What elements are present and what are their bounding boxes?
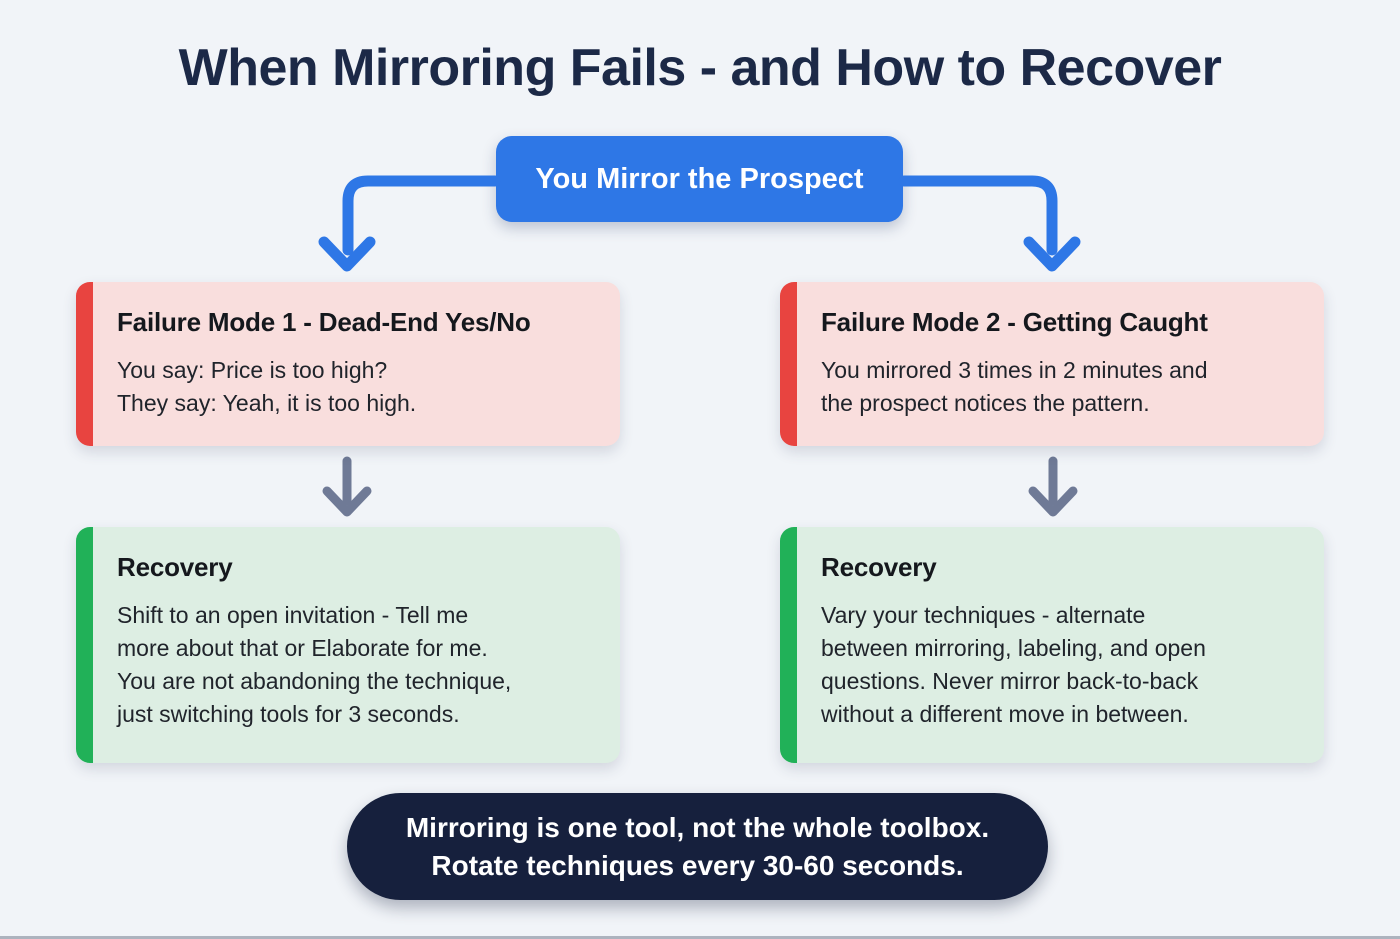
card-content: Recovery Vary your techniques - alternat… [780,527,1324,731]
card-body-line: You are not abandoning the technique, [117,668,512,694]
card-heading: Recovery [821,552,937,582]
arrow-down-icon [1028,456,1078,517]
card-body-line: more about that or Elaborate for me. [117,635,488,661]
arrow-down-icon [322,456,372,517]
card-body-line: Vary your techniques - alternate [821,602,1146,628]
card-body: Shift to an open invitation - Tell me mo… [117,599,596,731]
card-content: Failure Mode 1 - Dead-End Yes/No You say… [76,282,620,420]
arrow-down-right-icon [898,175,1081,272]
card-content: Failure Mode 2 - Getting Caught You mirr… [780,282,1324,420]
root-node: You Mirror the Prospect [496,136,903,222]
red-accent-bar [76,282,93,446]
card-heading: Recovery [117,552,233,582]
card-body: Vary your techniques - alternate between… [821,599,1300,731]
card-body-line: just switching tools for 3 seconds. [117,701,460,727]
card-body-line: Shift to an open invitation - Tell me [117,602,469,628]
card-body: You mirrored 3 times in 2 minutes and th… [821,354,1300,420]
red-accent-bar [780,282,797,446]
recovery-card-1: Recovery Shift to an open invitation - T… [76,527,620,763]
card-body-line: without a different move in between. [821,701,1189,727]
card-body-line: between mirroring, labeling, and open [821,635,1206,661]
card-body: You say: Price is too high? They say: Ye… [117,354,596,420]
footer-line: Rotate techniques every 30-60 seconds. [431,849,964,881]
recovery-card-2: Recovery Vary your techniques - alternat… [780,527,1324,763]
card-body-line: You say: Price is too high? [117,357,388,383]
green-accent-bar [76,527,93,763]
root-node-label: You Mirror the Prospect [535,162,864,195]
green-accent-bar [780,527,797,763]
failure-mode-1-card: Failure Mode 1 - Dead-End Yes/No You say… [76,282,620,446]
card-content: Recovery Shift to an open invitation - T… [76,527,620,731]
footer-line: Mirroring is one tool, not the whole too… [405,811,990,843]
card-body-line: You mirrored 3 times in 2 minutes and [821,357,1208,383]
footer-banner: Mirroring is one tool, not the whole too… [347,793,1048,900]
card-body-line: questions. Never mirror back-to-back [821,668,1199,694]
card-heading: Failure Mode 2 - Getting Caught [821,307,1208,337]
arrow-down-left-icon [318,175,501,272]
card-body-line: They say: Yeah, it is too high. [117,390,417,416]
failure-mode-2-card: Failure Mode 2 - Getting Caught You mirr… [780,282,1324,446]
card-heading: Failure Mode 1 - Dead-End Yes/No [117,307,531,337]
page-title: When Mirroring Fails - and How to Recove… [178,39,1222,97]
card-body-line: the prospect notices the pattern. [821,390,1150,416]
